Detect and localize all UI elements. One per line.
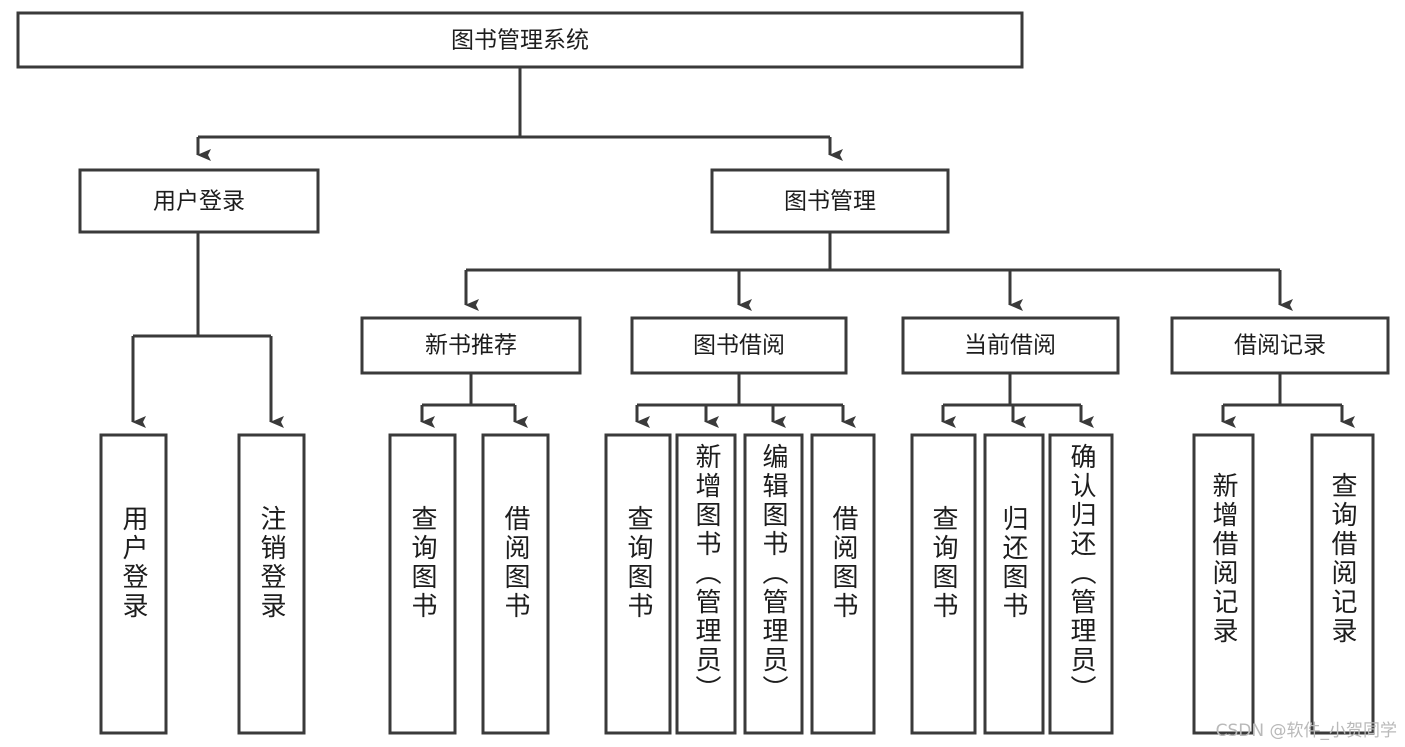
node-current-borrow[interactable]: 当前借阅: [901, 316, 1120, 375]
leaf-node-query-book-1[interactable]: [388, 433, 457, 735]
leaf-node-borrow-book-1[interactable]: [481, 433, 550, 735]
leaf-label-logout: 注销登录: [256, 505, 286, 621]
connector-borrow-record-to-leaves: [1221, 373, 1355, 428]
leaf-node-query-book-3[interactable]: [910, 433, 977, 735]
connector-book-mgmt-to-level3: [464, 232, 1293, 311]
node-new-book-recommend[interactable]: 新书推荐: [360, 316, 582, 375]
node-new-book-recommend-label: 新书推荐: [425, 333, 517, 359]
node-book-management-label: 图书管理: [784, 189, 876, 215]
node-user-login[interactable]: 用户登录: [78, 168, 320, 234]
connector-new-book-to-leaves: [420, 373, 528, 428]
leaf-label-confirm-return: 确认归还（管理员）: [1066, 443, 1096, 704]
leaf-node-edit-book[interactable]: [743, 433, 804, 735]
leaf-label-user-login: 用户登录: [118, 505, 148, 621]
connector-user-login-to-leaves: [131, 232, 284, 428]
leaf-label-edit-book: 编辑图书（管理员）: [758, 443, 788, 704]
leaf-node-add-book[interactable]: [675, 433, 737, 735]
leaf-label-query-book-2: 查询图书: [623, 505, 653, 621]
leaf-node-query-borrow-record[interactable]: [1310, 433, 1375, 735]
node-book-management[interactable]: 图书管理: [710, 168, 950, 234]
node-root-label: 图书管理系统: [451, 28, 589, 54]
leaf-label-query-borrow-record: 查询借阅记录: [1327, 472, 1357, 646]
watermark: CSDN @软件_小贺同学: [1215, 721, 1397, 741]
node-borrow-record-label: 借阅记录: [1234, 333, 1326, 359]
node-book-borrow-label: 图书借阅: [693, 333, 785, 359]
node-user-login-label: 用户登录: [153, 189, 245, 215]
node-borrow-record[interactable]: 借阅记录: [1170, 316, 1390, 375]
leaf-label-add-book: 新增图书（管理员）: [691, 443, 721, 704]
leaf-node-borrow-book-2[interactable]: [810, 433, 876, 735]
node-root[interactable]: 图书管理系统: [16, 11, 1024, 69]
connector-current-borrow-to-leaves: [941, 373, 1094, 428]
leaf-label-return-book: 归还图书: [998, 505, 1028, 621]
leaf-node-logout[interactable]: [237, 433, 306, 735]
leaf-node-query-book-2[interactable]: [604, 433, 672, 735]
node-book-borrow[interactable]: 图书借阅: [630, 316, 848, 375]
leaf-node-user-login[interactable]: [99, 433, 168, 735]
leaf-node-confirm-return[interactable]: [1048, 433, 1114, 735]
leaf-node-add-borrow-record[interactable]: [1192, 433, 1255, 735]
leaf-label-borrow-book-1: 借阅图书: [500, 505, 530, 621]
leaf-label-query-book-1: 查询图书: [407, 505, 437, 621]
leaf-label-query-book-3: 查询图书: [928, 505, 958, 621]
leaf-label-add-borrow-record: 新增借阅记录: [1208, 472, 1238, 646]
node-current-borrow-label: 当前借阅: [964, 333, 1056, 359]
connector-root-to-level2: [196, 67, 843, 161]
leaf-node-return-book[interactable]: [983, 433, 1045, 735]
leaf-label-borrow-book-2: 借阅图书: [828, 505, 858, 621]
connector-book-borrow-to-leaves: [635, 373, 856, 428]
